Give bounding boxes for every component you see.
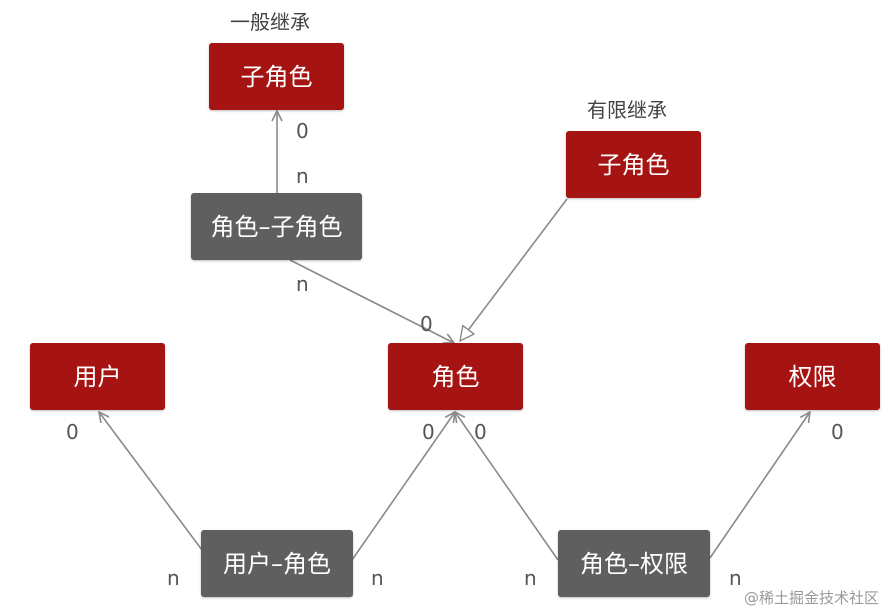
edge-userrole-to-user <box>99 412 203 551</box>
edge-childrole-limited-to-role <box>460 198 568 341</box>
mult-userrole-left-n: n <box>167 566 180 590</box>
node-child-role-limited[interactable]: 子角色 <box>566 131 701 198</box>
mult-roleperm-right-n: n <box>729 566 742 590</box>
mult-permission-0: 0 <box>831 420 844 444</box>
mult-rolechild-bottom-n: n <box>296 272 309 296</box>
mult-childrole-general-0: 0 <box>296 119 309 143</box>
caption-general-inheritance: 一般继承 <box>230 10 310 34</box>
edge-userrole-to-role <box>351 412 455 561</box>
node-role-permission[interactable]: 角色–权限 <box>558 530 710 597</box>
edge-roleperm-to-permission <box>709 412 810 559</box>
mult-roleperm-left-n: n <box>524 566 537 590</box>
mult-role-right-0: 0 <box>474 420 487 444</box>
node-child-role-general[interactable]: 子角色 <box>209 43 344 110</box>
edge-rolechild-to-role <box>289 259 454 343</box>
mult-userrole-right-n: n <box>371 566 384 590</box>
edge-roleperm-to-role <box>455 412 559 561</box>
node-role-child-role[interactable]: 角色–子角色 <box>191 193 362 260</box>
caption-limited-inheritance: 有限继承 <box>587 98 667 122</box>
node-user-role[interactable]: 用户–角色 <box>201 530 353 597</box>
mult-role-top-0: 0 <box>420 312 433 336</box>
node-permission[interactable]: 权限 <box>745 343 880 410</box>
watermark: @稀土掘金技术社区 <box>743 589 879 607</box>
mult-rolechild-top-n: n <box>296 164 309 188</box>
node-role[interactable]: 角色 <box>388 343 523 410</box>
mult-role-left-0: 0 <box>422 420 435 444</box>
node-user[interactable]: 用户 <box>30 343 165 410</box>
mult-user-0: 0 <box>66 420 79 444</box>
